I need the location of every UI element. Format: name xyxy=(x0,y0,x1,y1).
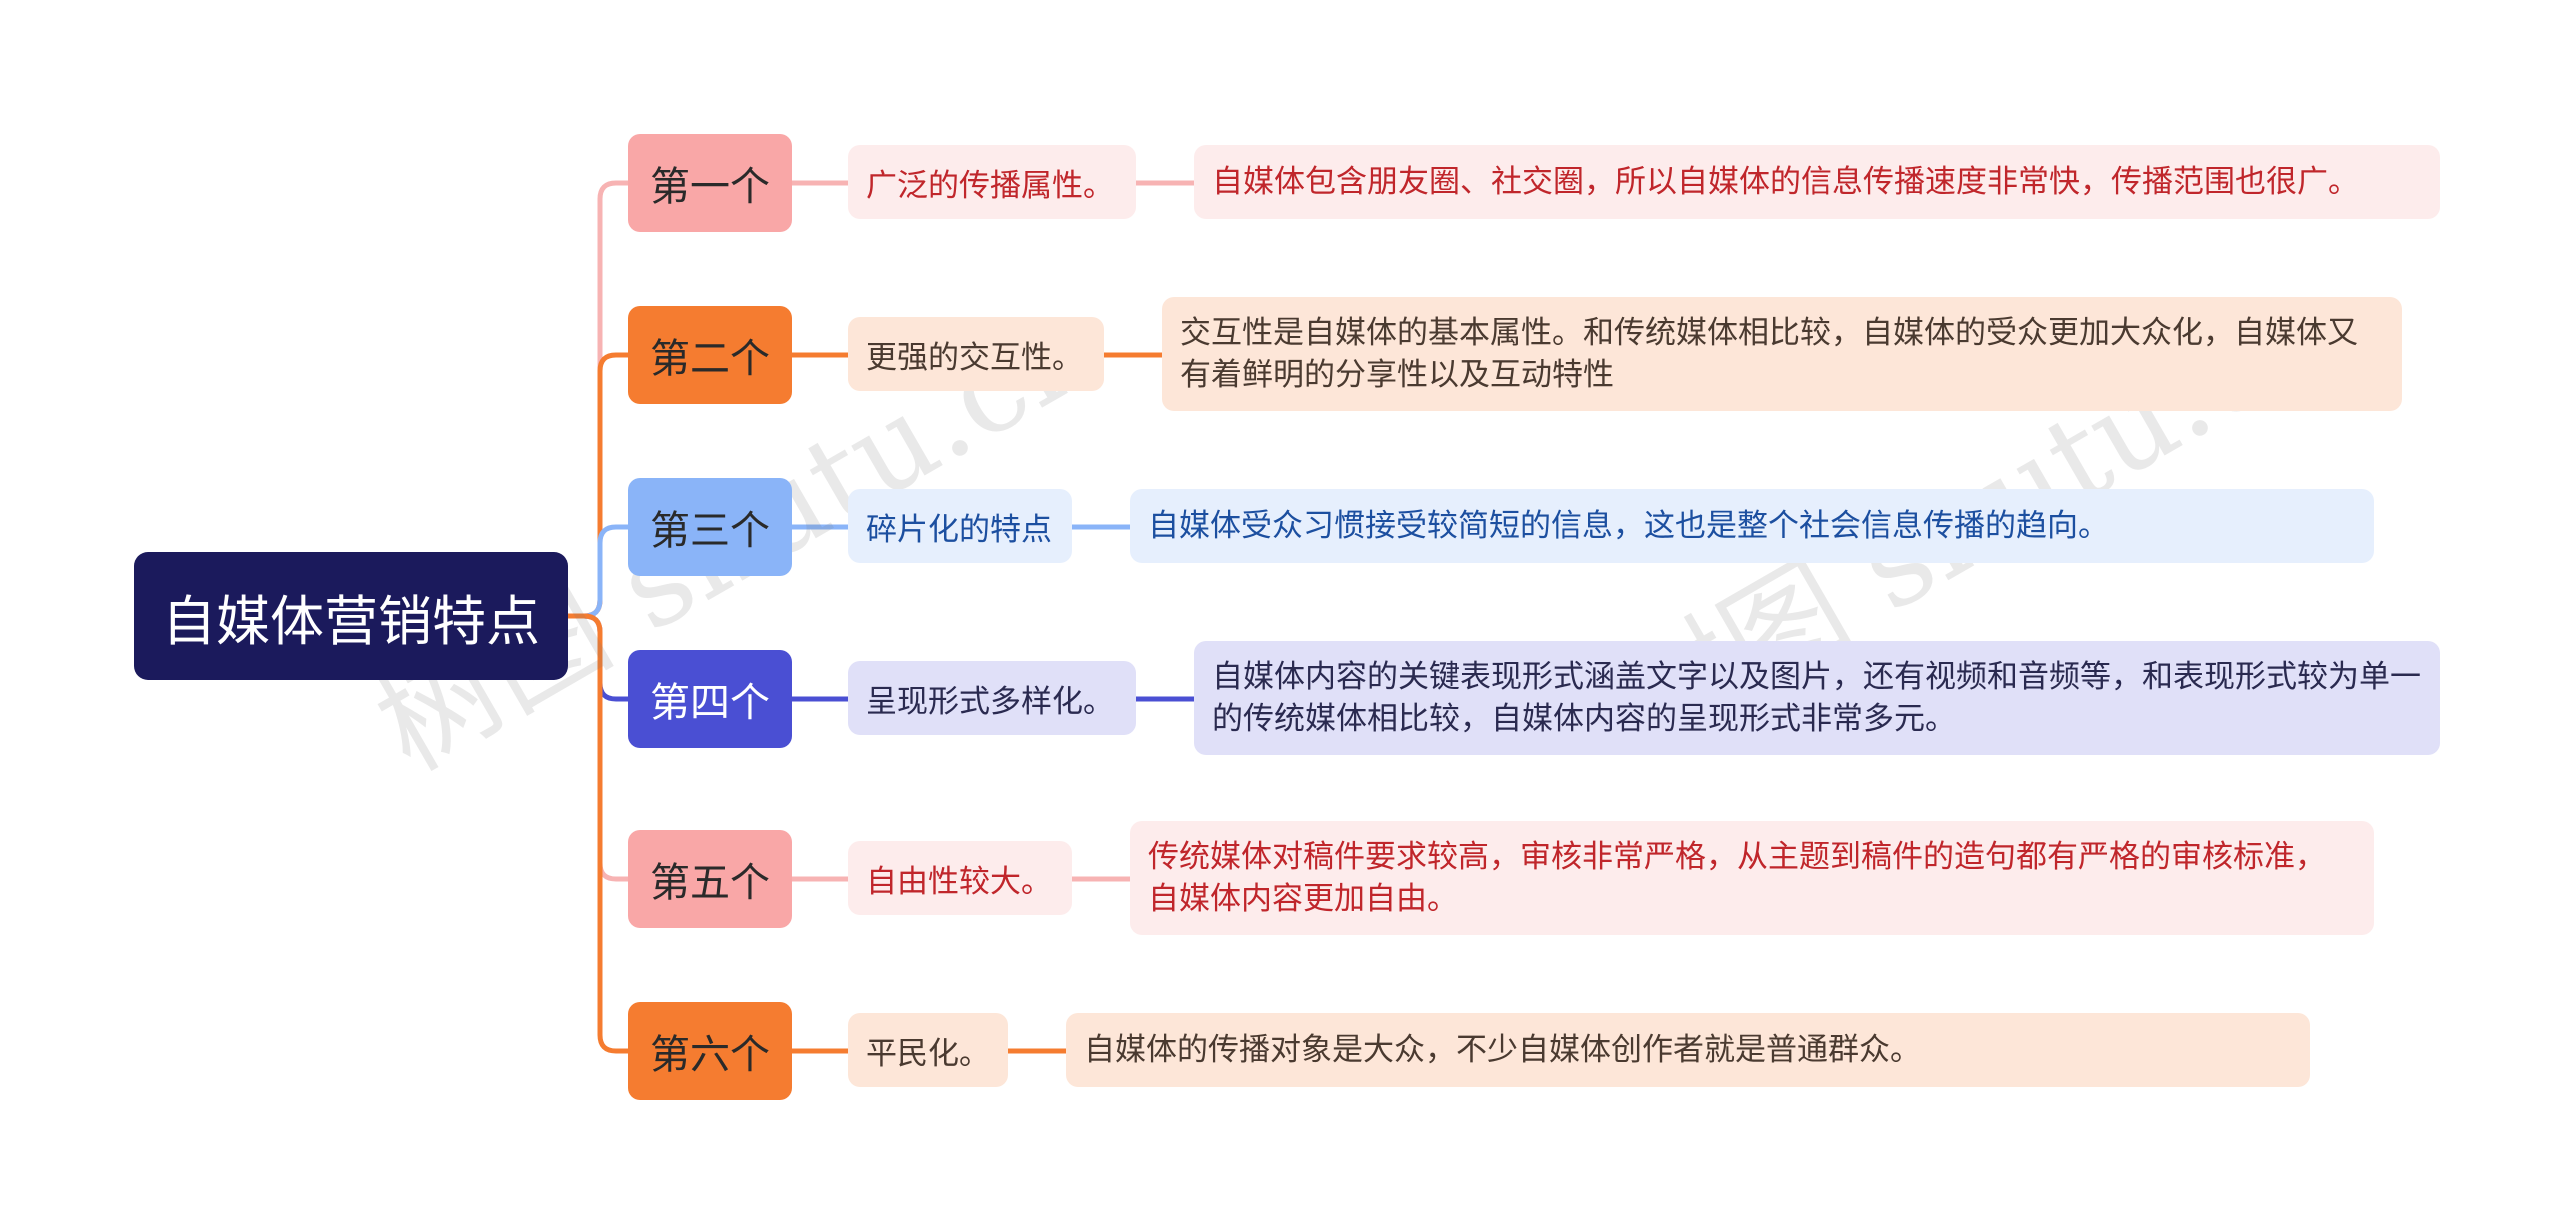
branch-2-label[interactable]: 第二个 xyxy=(628,306,792,404)
branch-5-label[interactable]: 第五个 xyxy=(628,830,792,928)
branch-6-description[interactable]: 自媒体的传播对象是大众，不少自媒体创作者就是普通群众。 xyxy=(1066,1013,2310,1087)
branch-1-label[interactable]: 第一个 xyxy=(628,134,792,232)
branch-1-detail[interactable]: 广泛的传播属性。 xyxy=(848,145,1136,219)
branch-5-detail[interactable]: 自由性较大。 xyxy=(848,841,1072,915)
branch-3-description[interactable]: 自媒体受众习惯接受较简短的信息，这也是整个社会信息传播的趋向。 xyxy=(1130,489,2374,563)
branch-3-detail[interactable]: 碎片化的特点 xyxy=(848,489,1072,563)
branch-2-detail[interactable]: 更强的交互性。 xyxy=(848,317,1104,391)
branch-1-description[interactable]: 自媒体包含朋友圈、社交圈，所以自媒体的信息传播速度非常快，传播范围也很广。 xyxy=(1194,145,2440,219)
branch-3-label[interactable]: 第三个 xyxy=(628,478,792,576)
root-topic[interactable]: 自媒体营销特点 xyxy=(134,552,568,680)
branch-4-detail[interactable]: 呈现形式多样化。 xyxy=(848,661,1136,735)
branch-4-label[interactable]: 第四个 xyxy=(628,650,792,748)
branch-2-description[interactable]: 交互性是自媒体的基本属性。和传统媒体相比较，自媒体的受众更加大众化，自媒体又有着… xyxy=(1162,297,2402,411)
branch-6-label[interactable]: 第六个 xyxy=(628,1002,792,1100)
branch-6-detail[interactable]: 平民化。 xyxy=(848,1013,1008,1087)
root-to-branch-6-line xyxy=(565,613,631,1054)
branch-4-description[interactable]: 自媒体内容的关键表现形式涵盖文字以及图片，还有视频和音频等，和表现形式较为单一的… xyxy=(1194,641,2440,755)
branch-5-description[interactable]: 传统媒体对稿件要求较高，审核非常严格，从主题到稿件的造句都有严格的审核标准，自媒… xyxy=(1130,821,2374,935)
root-to-branch-3-line xyxy=(565,524,631,619)
